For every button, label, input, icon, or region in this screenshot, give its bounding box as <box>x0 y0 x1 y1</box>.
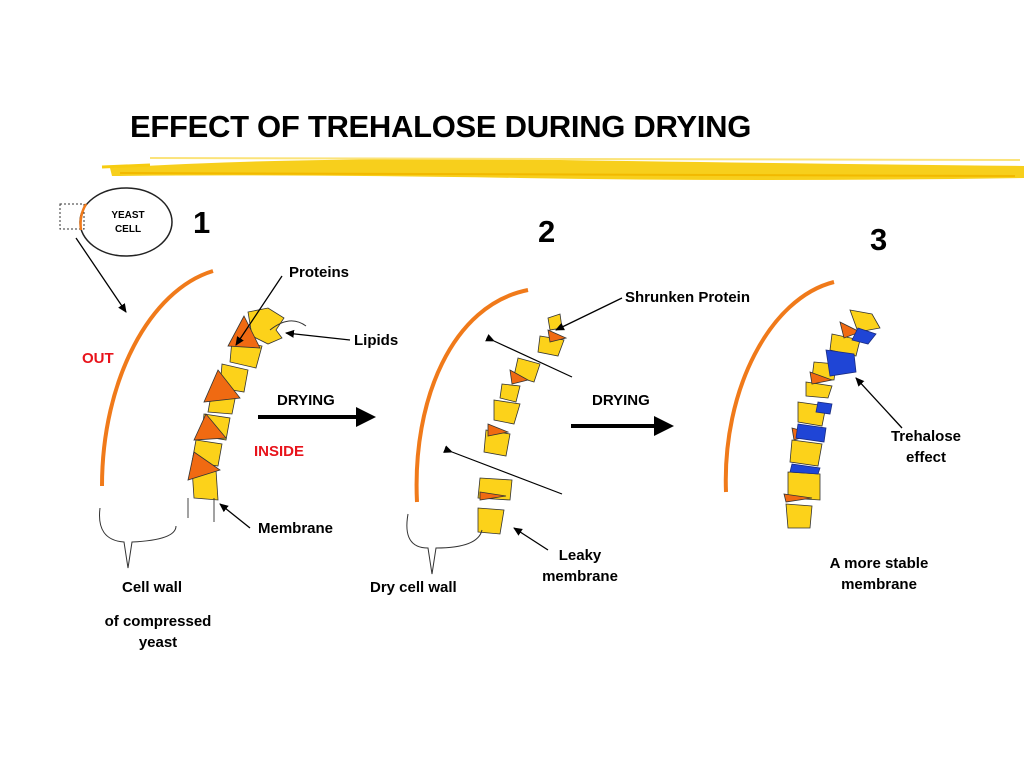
step-number-1: 1 <box>193 205 211 240</box>
cell-wall-brace-1 <box>99 507 177 569</box>
drying-label-2: DRYING <box>592 392 650 409</box>
drying-label-1: DRYING <box>277 392 335 409</box>
cell-wall-label: Cell wall <box>122 579 183 596</box>
yeast-cell-inset <box>59 187 173 313</box>
trehalose-effect-label: Trehalose effect <box>866 426 986 468</box>
out-label: OUT <box>82 350 114 367</box>
panel-2-membrane <box>414 288 573 535</box>
shrunken-protein-label: Shrunken Protein <box>625 289 751 306</box>
step-number-2: 2 <box>538 214 556 249</box>
yeast-cell-label: YEAST CELL <box>106 209 150 237</box>
step-number-3: 3 <box>870 222 888 257</box>
panel-1-membrane <box>100 269 307 522</box>
cell-wall-1 <box>100 269 214 487</box>
compressed-yeast-label: of compressed yeast <box>88 611 228 653</box>
stable-line-1: A more stable <box>829 555 929 572</box>
drying-arrow-2 <box>571 416 674 436</box>
panel-3-membrane <box>723 280 881 529</box>
stable-line-2: membrane <box>841 576 917 593</box>
cell-wall-3 <box>723 280 835 493</box>
title-highlight <box>101 157 1024 180</box>
cell-wall-2 <box>414 288 529 503</box>
compressed-line-1: of compressed <box>104 613 212 630</box>
trehalose-line-1: Trehalose <box>890 428 962 445</box>
proteins-label: Proteins <box>289 264 350 281</box>
compressed-line-2: yeast <box>138 634 178 651</box>
trehalose-line-2: effect <box>905 449 946 466</box>
leaky-line-1: Leaky <box>558 547 602 564</box>
yeast-cell-line-2: CELL <box>114 224 142 235</box>
membrane-label: Membrane <box>258 520 334 537</box>
cell-wall-brace-2 <box>406 513 483 575</box>
stable-membrane-label: A more stable membrane <box>804 553 954 595</box>
dry-cell-wall-label: Dry cell wall <box>370 579 457 596</box>
leaky-membrane-label: Leaky membrane <box>520 545 640 587</box>
yeast-cell-line-1: YEAST <box>111 210 145 221</box>
leaky-line-2: membrane <box>542 568 618 585</box>
inside-label: INSIDE <box>254 443 305 460</box>
slide-title: EFFECT OF TREHALOSE DURING DRYING <box>130 109 752 144</box>
zoom-box <box>59 203 85 230</box>
drying-arrow-1 <box>258 407 376 427</box>
lipids-label: Lipids <box>354 332 399 349</box>
